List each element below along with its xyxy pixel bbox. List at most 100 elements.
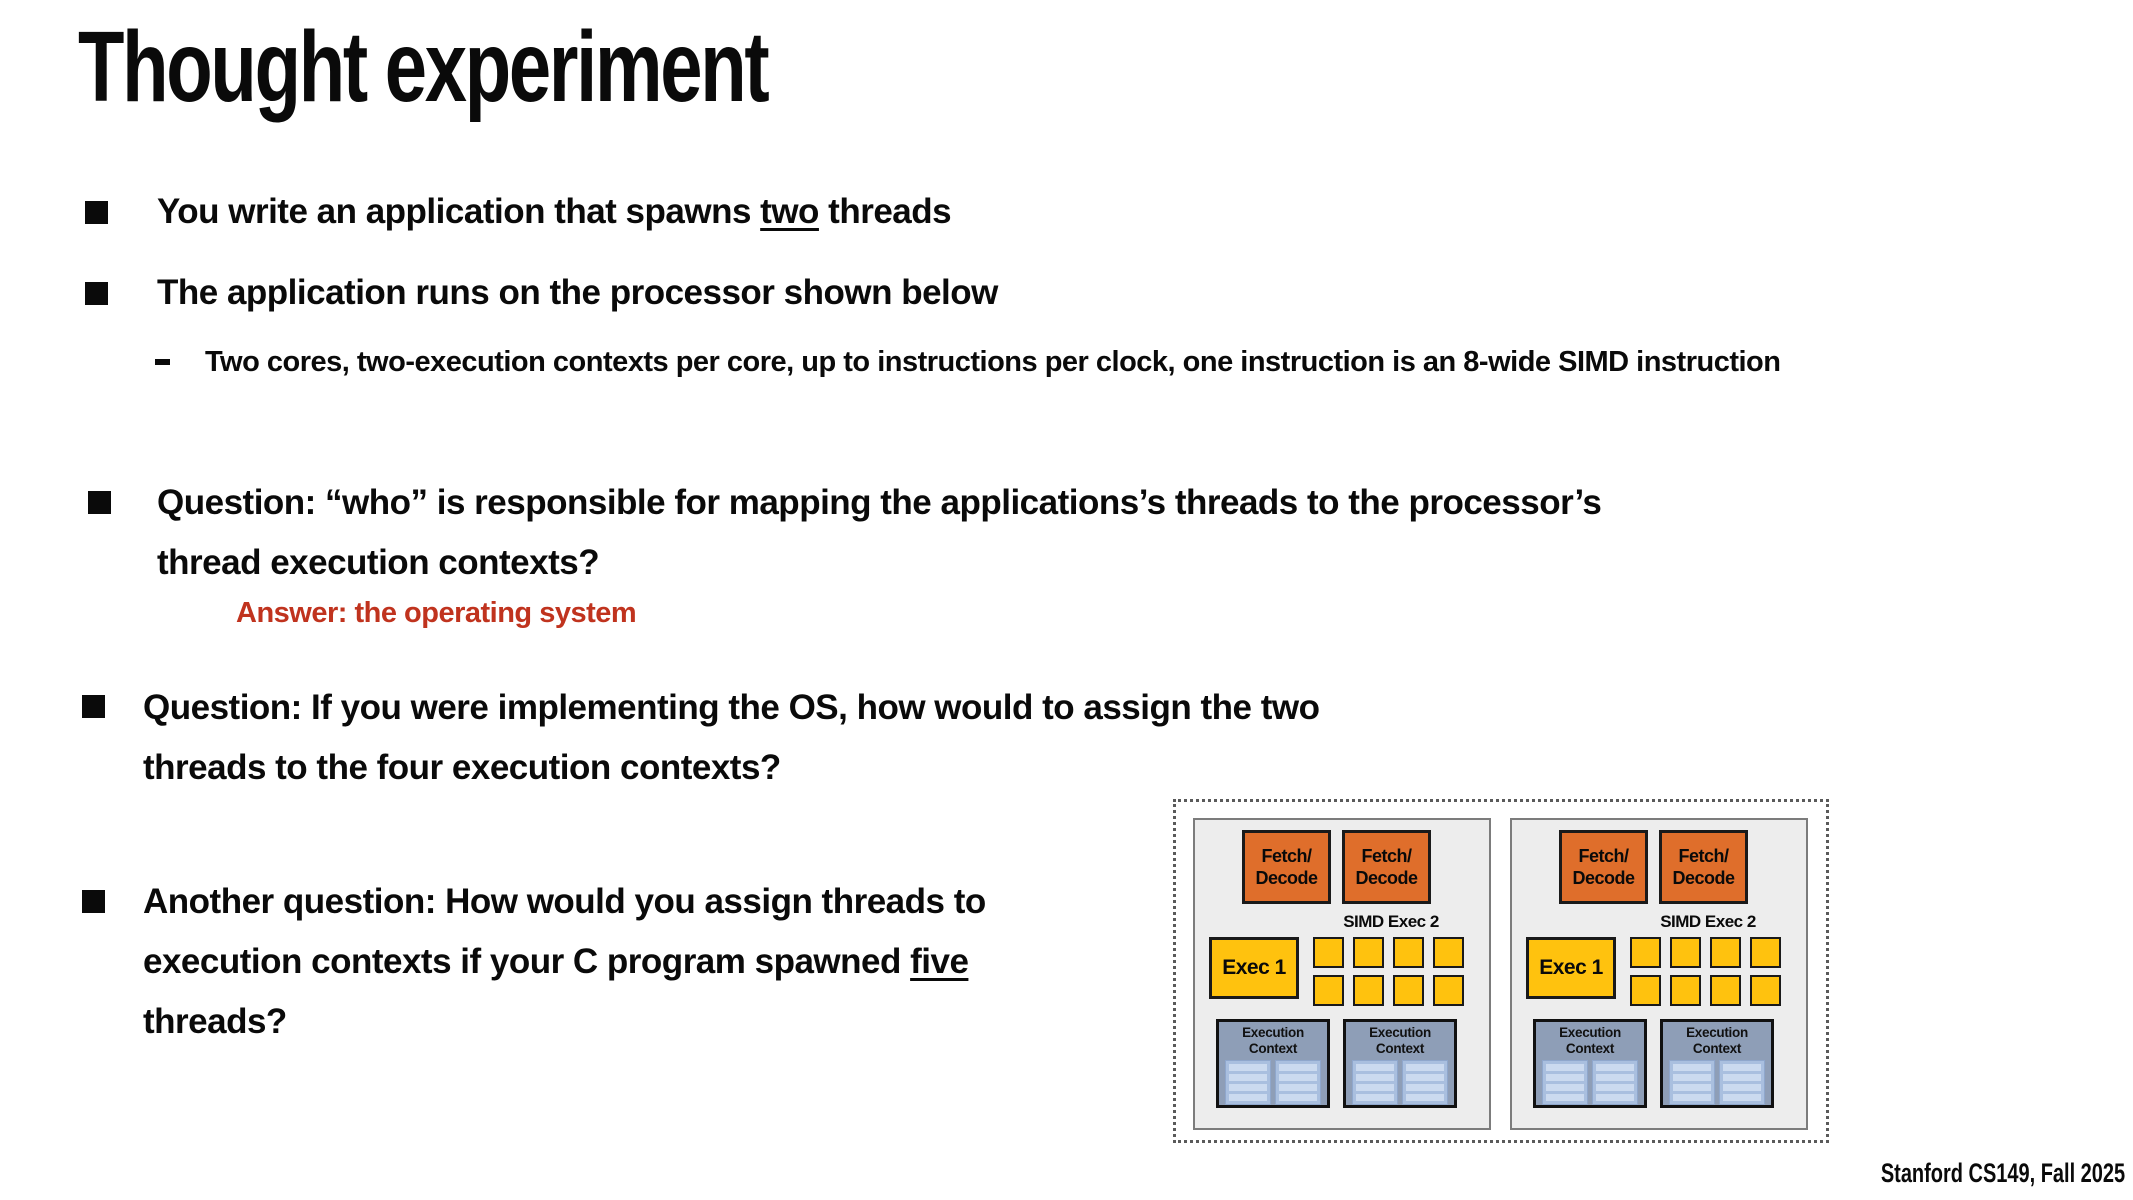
execution-context-label: Execution Context [1536,1022,1644,1057]
simd-alu-cell [1750,975,1781,1006]
register-cell [1596,1093,1634,1101]
execution-context-label: Execution Context [1346,1022,1454,1057]
bullet-1-post: threads [818,192,952,231]
register-column [1592,1059,1638,1105]
fetch-decode-label: Decode [1355,868,1418,888]
execution-context-label-line: Execution [1369,1025,1431,1040]
register-cell [1229,1093,1267,1101]
register-file [1536,1057,1644,1105]
register-cell [1673,1073,1711,1081]
simd-alu-cell [1353,937,1384,968]
register-cell [1673,1063,1711,1071]
register-cell [1356,1073,1394,1081]
bullet-1-pre: You write an application that spawns [157,192,761,231]
execution-context-label-line: Context [1375,1040,1425,1056]
fetch-decode-box: Fetch/ Decode [1659,830,1748,904]
execution-context-label: Execution Context [1219,1022,1327,1057]
register-column [1275,1059,1321,1105]
register-column [1719,1059,1765,1105]
bullet-5-line3: threads? [143,1002,287,1041]
execution-context-label-line: Context [1565,1040,1615,1056]
register-cell [1356,1063,1394,1071]
register-file [1663,1057,1771,1105]
fetch-decode-label: Fetch/ [1678,845,1729,866]
register-cell [1279,1063,1317,1071]
register-file [1219,1057,1327,1105]
register-cell [1406,1093,1444,1101]
simd-alu-cell [1710,975,1741,1006]
simd-alu-cell [1313,937,1344,968]
execution-context-box: Execution Context [1533,1019,1647,1108]
register-cell [1546,1063,1584,1071]
register-column [1225,1059,1271,1105]
simd-alu-cell [1313,975,1344,1006]
simd-alu-cell [1630,937,1661,968]
exec1-box: Exec 1 [1209,937,1299,999]
register-cell [1546,1083,1584,1091]
register-file [1346,1057,1454,1105]
register-cell [1596,1063,1634,1071]
bullet-square-icon [85,282,108,305]
core-2: Fetch/ Decode Fetch/ Decode SIMD Exec 2 … [1510,818,1808,1130]
bullet-1-underlined: two [760,192,819,231]
register-cell [1596,1083,1634,1091]
bullet-4: Question: If you were implementing the O… [143,678,1320,798]
execution-context-label-line: Execution [1559,1025,1621,1040]
fetch-decode-box: Fetch/ Decode [1559,830,1648,904]
fetch-decode-label: Fetch/ [1361,845,1412,866]
register-cell [1229,1083,1267,1091]
bullet-5: Another question: How would you assign t… [143,872,986,1052]
register-cell [1406,1063,1444,1071]
simd-alu-cell [1710,937,1741,968]
core-1: Fetch/ Decode Fetch/ Decode SIMD Exec 2 … [1193,818,1491,1130]
bullet-1: You write an application that spawns two… [157,190,952,234]
answer-text: Answer: the operating system [236,597,637,629]
fetch-decode-label: Fetch/ [1261,845,1312,866]
fetch-decode-label: Fetch/ [1578,845,1629,866]
register-cell [1723,1073,1761,1081]
exec1-box: Exec 1 [1526,937,1616,999]
bullet-5-line2-pre: execution contexts if your C program spa… [143,942,911,981]
register-cell [1673,1083,1711,1091]
fetch-decode-label: Decode [1572,868,1635,888]
bullet-5-underlined: five [910,942,969,981]
register-cell [1229,1063,1267,1071]
bullet-3-line1: Question: “who” is responsible for mappi… [157,483,1602,522]
simd-alu-cell [1670,937,1701,968]
bullet-square-icon [82,890,105,913]
simd-alu-cell [1393,937,1424,968]
register-cell [1723,1093,1761,1101]
bullet-square-icon [88,491,111,514]
execution-context-box: Execution Context [1343,1019,1457,1108]
dash-marker-icon [155,359,170,365]
execution-context-box: Execution Context [1660,1019,1774,1108]
fetch-decode-label: Decode [1255,868,1318,888]
bullet-square-icon [82,695,105,718]
execution-context-label-line: Execution [1242,1025,1304,1040]
execution-context-label: Execution Context [1663,1022,1771,1057]
register-cell [1406,1073,1444,1081]
register-cell [1279,1083,1317,1091]
register-cell [1723,1063,1761,1071]
execution-context-label-line: Execution [1686,1025,1748,1040]
simd-alu-cell [1670,975,1701,1006]
register-column [1669,1059,1715,1105]
course-footer: Stanford CS149, Fall 2025 [1880,1158,2125,1188]
execution-context-label-line: Context [1692,1040,1742,1056]
register-column [1352,1059,1398,1105]
bullet-3: Question: “who” is responsible for mappi… [157,473,1602,593]
register-cell [1673,1093,1711,1101]
register-cell [1546,1073,1584,1081]
fetch-decode-box: Fetch/ Decode [1342,830,1431,904]
execution-context-box: Execution Context [1216,1019,1330,1108]
bullet-4-line2: threads to the four execution contexts? [143,748,781,787]
simd-alu-cell [1433,937,1464,968]
simd-alu-cell [1353,975,1384,1006]
simd-alu-grid [1313,937,1464,1006]
bullet-5-line2: execution contexts if your C program spa… [143,932,986,992]
page-title: Thought experiment [78,11,770,123]
bullet-4-line1: Question: If you were implementing the O… [143,688,1320,727]
simd-exec-label: SIMD Exec 2 [1660,912,1756,931]
register-cell [1356,1083,1394,1091]
